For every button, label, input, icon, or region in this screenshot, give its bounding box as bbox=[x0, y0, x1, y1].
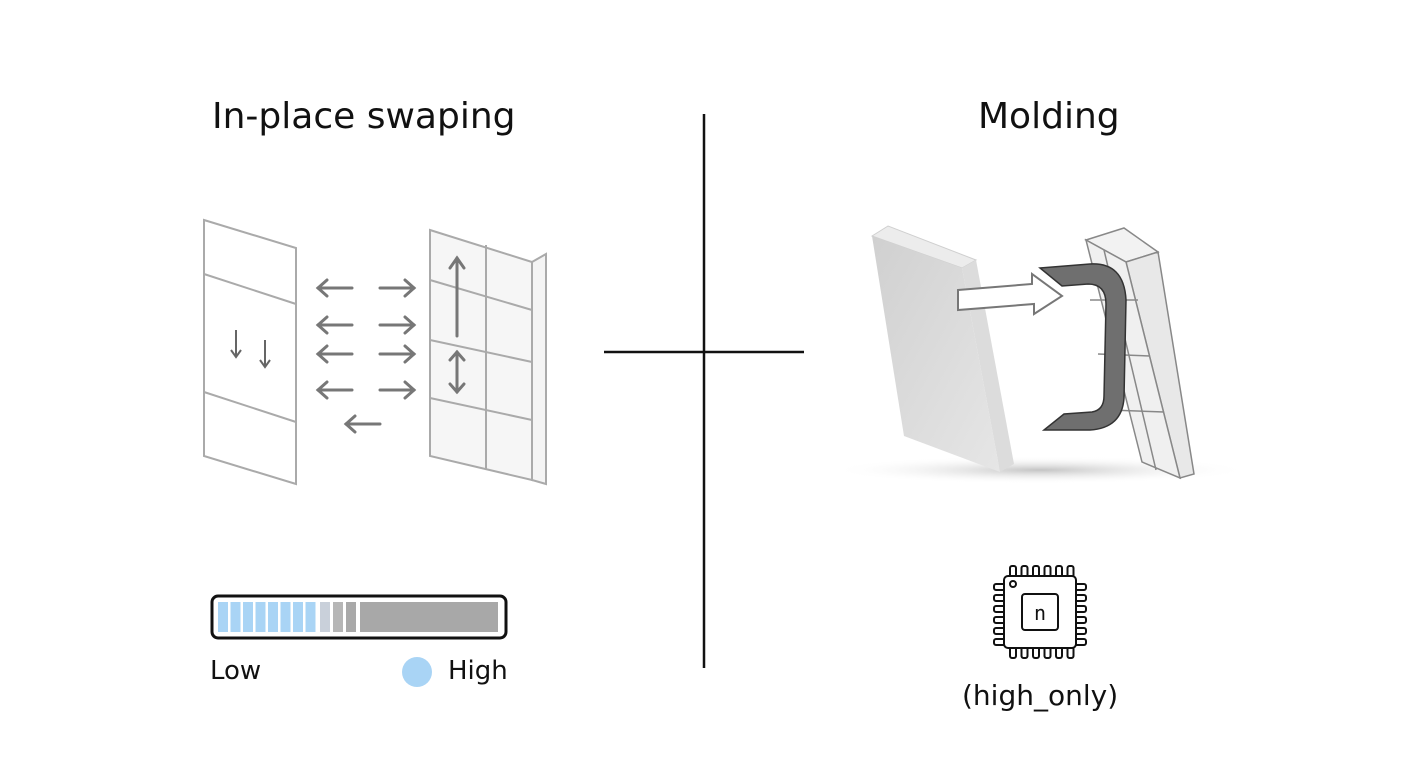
vertical-swap-arrows bbox=[448, 255, 466, 395]
left-memory-slab bbox=[203, 218, 297, 486]
meter-segment-high bbox=[230, 602, 241, 632]
meter-segment-high bbox=[218, 602, 228, 632]
low-high-meter bbox=[210, 594, 508, 640]
chip-glyph: n bbox=[1034, 601, 1046, 625]
transfer-arrow-icon bbox=[957, 272, 1064, 316]
right-memory-slab bbox=[429, 228, 547, 486]
in-place-swapping-title: In-place swaping bbox=[212, 96, 516, 137]
meter-segment-mid bbox=[333, 602, 343, 632]
meter-segment-high bbox=[305, 602, 316, 632]
meter-segment-high bbox=[255, 602, 266, 632]
down-arrows-icon bbox=[230, 330, 271, 369]
high-indicator-dot bbox=[402, 657, 432, 687]
divider-cross bbox=[604, 114, 804, 668]
chip-icon: n bbox=[993, 565, 1087, 659]
high-label: High bbox=[448, 656, 508, 686]
meter-segments bbox=[218, 602, 356, 632]
meter-segment-high bbox=[293, 602, 303, 632]
molding-title: Molding bbox=[978, 96, 1120, 137]
swap-arrows bbox=[315, 278, 417, 434]
meter-segment-high bbox=[280, 602, 291, 632]
meter-segment-high bbox=[268, 602, 278, 632]
meter-segment-mid bbox=[320, 602, 330, 632]
meter-segment-high bbox=[243, 602, 253, 632]
molding-bracket bbox=[1038, 263, 1127, 431]
high-only-caption: (high_only) bbox=[962, 679, 1119, 712]
low-label: Low bbox=[210, 656, 262, 686]
source-slab bbox=[870, 225, 1014, 472]
meter-empty-fill bbox=[360, 602, 498, 632]
meter-segment-mid bbox=[346, 602, 356, 632]
